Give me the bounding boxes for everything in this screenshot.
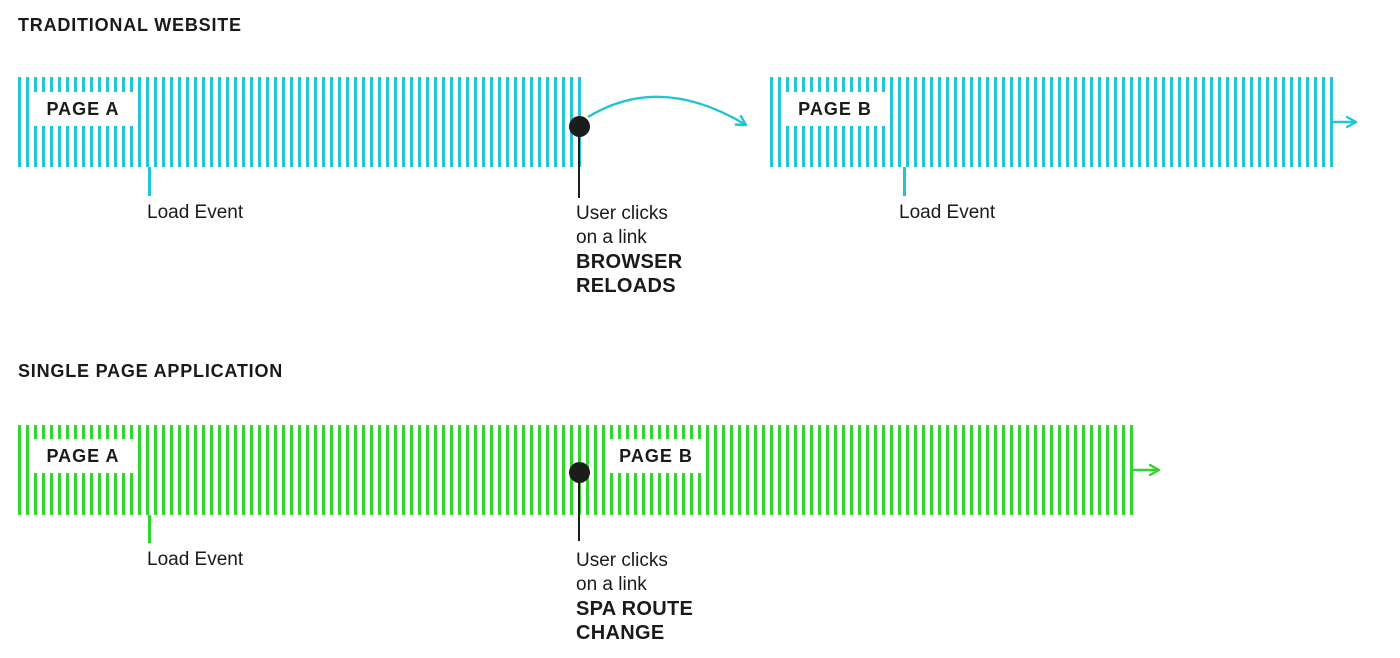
annotation-line-1: User clicks (576, 550, 668, 571)
right-arrow-icon-spa (1133, 458, 1175, 484)
annotation-bold-1: BROWSER (576, 251, 683, 273)
page-a-label-spa: PAGE A (33, 439, 133, 473)
load-event-label-traditional-a: Load Event (147, 202, 244, 223)
annotation-bold-2: RELOADS (576, 275, 676, 297)
annotation-bold-1: SPA ROUTE (576, 598, 694, 620)
click-stem-traditional (578, 135, 580, 198)
load-event-tick-spa (148, 515, 151, 543)
section-title-traditional: TRADITIONAL WEBSITE (18, 15, 242, 35)
click-annotation-traditional: User clicks on a link BROWSER RELOADS (576, 202, 683, 298)
annotation-bold-2: CHANGE (576, 622, 665, 644)
curved-arrow-icon (587, 95, 770, 140)
section-title-spa: SINGLE PAGE APPLICATION (18, 361, 284, 381)
annotation-line-2: on a link (576, 227, 647, 248)
click-dot-spa (569, 462, 590, 483)
click-dot-traditional (569, 116, 590, 137)
click-annotation-spa: User clicks on a link SPA ROUTE CHANGE (576, 549, 693, 645)
page-b-label: PAGE B (785, 92, 885, 126)
load-event-tick-traditional-b (903, 167, 906, 196)
right-arrow-icon-traditional (1330, 110, 1372, 136)
timeline-bar-traditional-page-b: PAGE B (770, 77, 1333, 167)
page-a-label: PAGE A (33, 92, 133, 126)
load-event-label-traditional-b: Load Event (899, 202, 996, 223)
annotation-line-1: User clicks (576, 203, 668, 224)
load-event-label-spa: Load Event (147, 549, 244, 570)
page-b-label-spa: PAGE B (606, 439, 706, 473)
timeline-bar-traditional-page-a: PAGE A (18, 77, 581, 167)
click-stem-spa (578, 481, 580, 541)
load-event-tick-traditional-a (148, 167, 151, 196)
annotation-line-2: on a link (576, 574, 647, 595)
